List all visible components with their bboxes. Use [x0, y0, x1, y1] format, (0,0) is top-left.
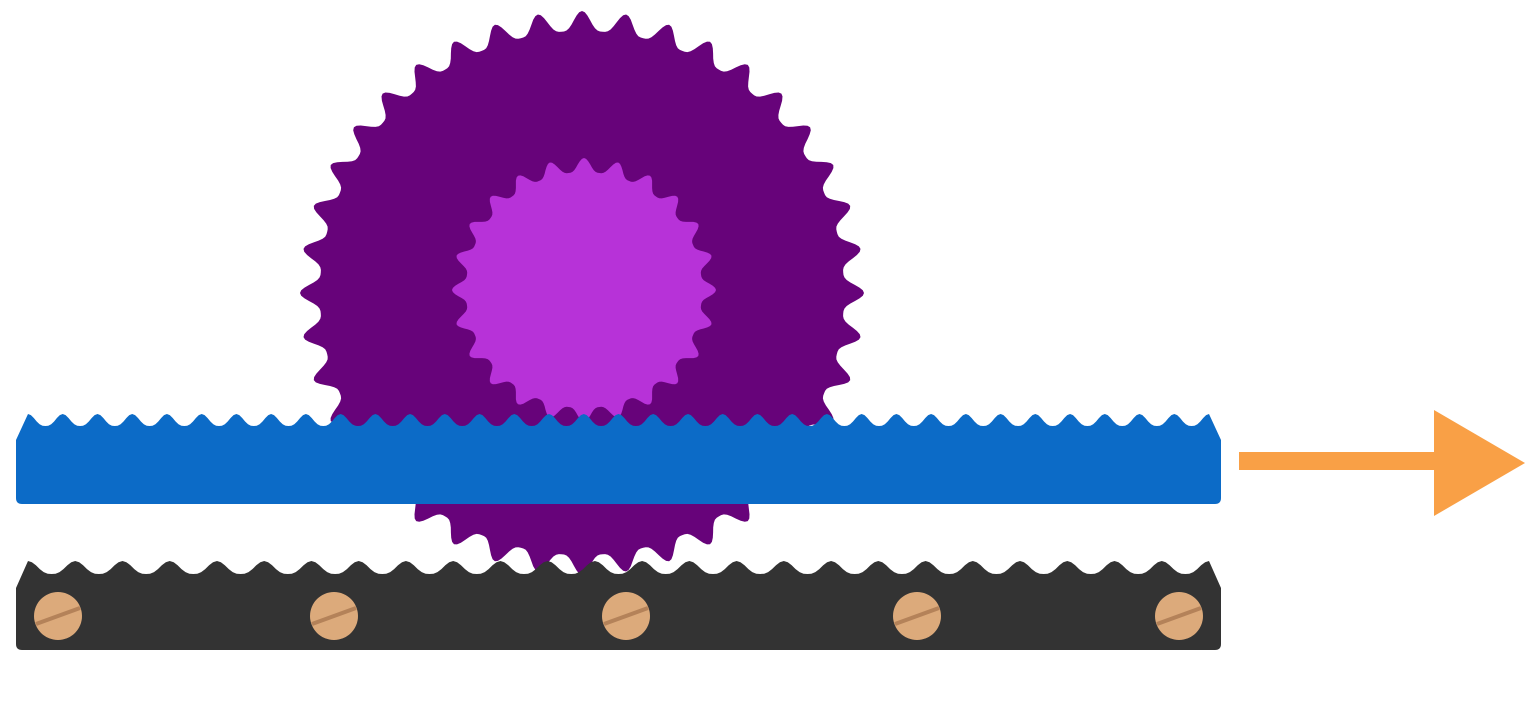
- direction-arrow: [1239, 410, 1525, 516]
- screw-icon: [310, 592, 358, 640]
- screw-group: [34, 592, 1203, 640]
- moving-rack: [16, 414, 1221, 504]
- arrow-right-icon: [1434, 410, 1525, 516]
- arrow-shaft: [1239, 452, 1437, 470]
- screw-icon: [893, 592, 941, 640]
- screw-icon: [1155, 592, 1203, 640]
- screw-icon: [34, 592, 82, 640]
- screw-icon: [602, 592, 650, 640]
- small-gear: [452, 158, 716, 422]
